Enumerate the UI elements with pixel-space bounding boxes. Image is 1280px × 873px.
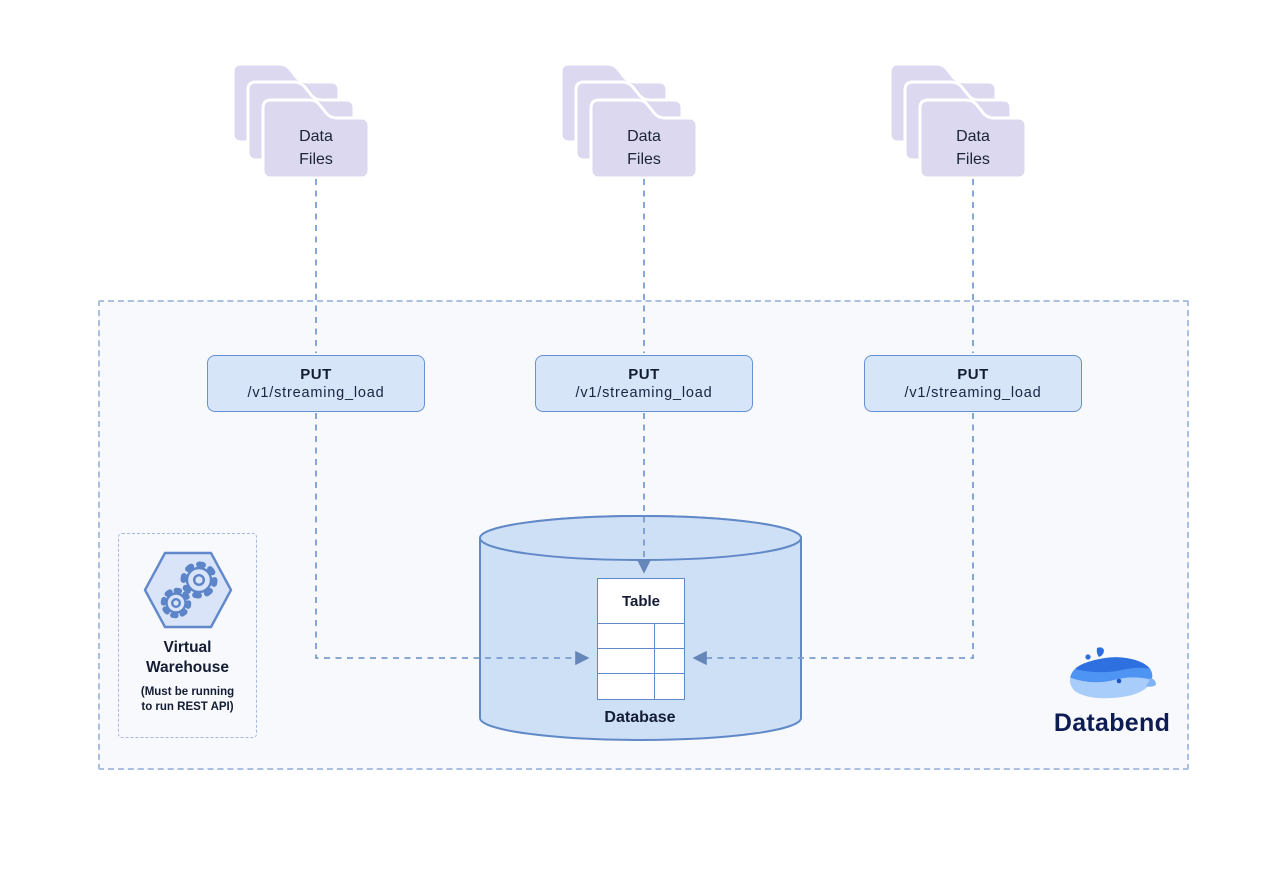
table-cell <box>598 624 655 649</box>
table-node: Table <box>597 578 685 700</box>
gears-hexagon-icon <box>143 551 232 629</box>
table-title: Table <box>598 579 684 624</box>
warehouse-note: (Must be running to run REST API) <box>140 686 235 713</box>
http-method-label: PUT <box>957 366 989 383</box>
streaming-load-endpoint-1: PUT /v1/streaming_load <box>207 355 425 412</box>
folder-label: Data Files <box>299 128 333 168</box>
table-cell <box>598 649 655 674</box>
database-label: Database <box>604 709 676 726</box>
http-method-label: PUT <box>628 366 660 383</box>
streaming-load-endpoint-3: PUT /v1/streaming_load <box>864 355 1082 412</box>
data-files-node-3: Data Files <box>888 56 1028 180</box>
databend-whale-icon <box>1069 647 1156 699</box>
endpoint-path-label: /v1/streaming_load <box>904 385 1042 401</box>
folder-label: Data Files <box>627 128 661 168</box>
folder-label: Data Files <box>956 128 990 168</box>
endpoint-path-label: /v1/streaming_load <box>575 385 713 401</box>
http-method-label: PUT <box>300 366 332 383</box>
streaming-load-endpoint-2: PUT /v1/streaming_load <box>535 355 753 412</box>
table-cell <box>655 649 684 674</box>
brand-logo: Databend <box>1042 646 1182 738</box>
warehouse-title: Virtual Warehouse <box>146 639 229 676</box>
table-cell <box>598 674 655 699</box>
data-files-node-1: Data Files <box>231 56 371 180</box>
table-cell <box>655 674 684 699</box>
folder-stack-icon <box>559 62 699 180</box>
virtual-warehouse-node: Virtual Warehouse (Must be running to ru… <box>118 533 257 738</box>
folder-stack-icon <box>231 62 371 180</box>
gear-icon <box>160 561 217 619</box>
data-files-node-2: Data Files <box>559 56 699 180</box>
endpoint-path-label: /v1/streaming_load <box>247 385 385 401</box>
brand-name: Databend <box>1053 709 1171 737</box>
folder-stack-icon <box>888 62 1028 180</box>
table-cell <box>655 624 684 649</box>
